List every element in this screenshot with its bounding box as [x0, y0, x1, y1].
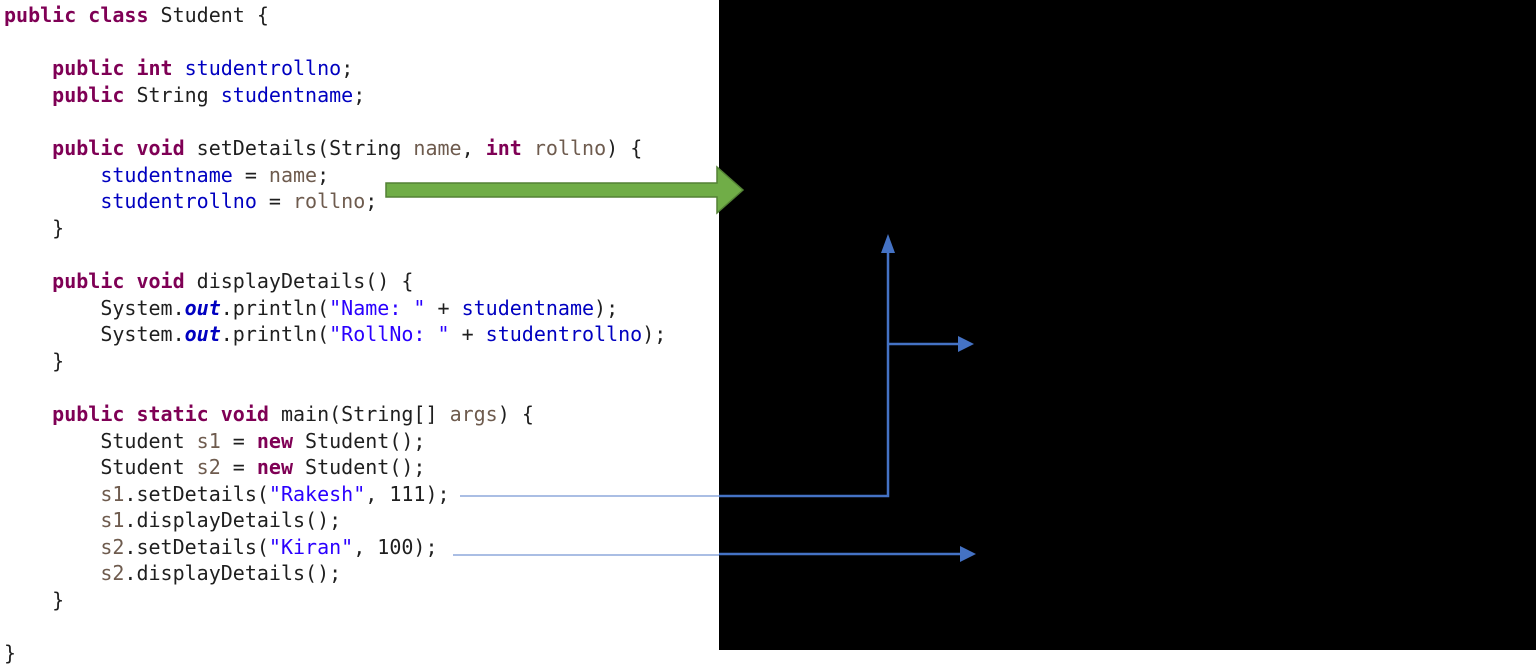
code-line: public int studentrollno; — [52, 56, 354, 81]
code-panel: public class Student { public int studen… — [4, 2, 666, 667]
code-line: } — [4, 215, 65, 240]
code-line: public String studentname; — [52, 82, 366, 107]
blackout-panel — [719, 0, 1536, 650]
code-line: s1.displayDetails(); — [100, 508, 342, 533]
code-line: System.out.println("RollNo: " + studentr… — [4, 322, 667, 347]
code-line: Student s1 = new Student(); — [4, 428, 426, 453]
code-line — [4, 241, 666, 268]
code-line: studentrollno = rollno; — [100, 189, 378, 214]
code-line: s1.setDetails("Rakesh", 111); — [100, 481, 450, 506]
code-line: studentname = name; — [100, 162, 330, 187]
code-line: public static void main(String[] args) { — [52, 401, 534, 426]
code-line: } — [4, 641, 17, 666]
code-line — [4, 29, 666, 56]
code-line — [4, 374, 666, 401]
code-line: } — [4, 588, 65, 613]
code-line — [4, 614, 666, 641]
code-line — [4, 108, 666, 135]
code-line: } — [4, 348, 65, 373]
code-line: s2.setDetails("Kiran", 100); — [100, 534, 438, 559]
code-line: System.out.println("Name: " + studentnam… — [4, 295, 619, 320]
code-line: s2.displayDetails(); — [100, 561, 342, 586]
code-line: public class Student { — [4, 3, 269, 27]
code-line: public void setDetails(String name, int … — [52, 135, 643, 160]
code-line: public void displayDetails() { — [52, 268, 414, 293]
code-line: Student s2 = new Student(); — [4, 455, 426, 480]
